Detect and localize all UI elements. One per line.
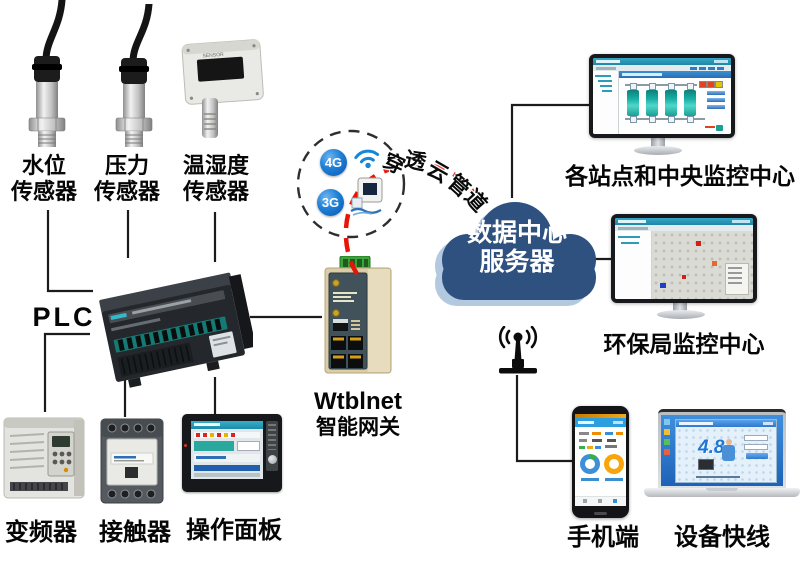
hmi-panel-label: 操作面板 <box>186 517 282 544</box>
monitor1-stand-base <box>634 146 682 155</box>
remote-device-icon <box>350 177 383 216</box>
water-level-sensor-image <box>28 0 66 147</box>
monitor2-stand-base <box>657 310 705 319</box>
pressure-sensor-label: 压力传感器 <box>93 153 160 204</box>
badge-4g: 4G <box>320 149 347 176</box>
monitor2-label: 环保局监控中心 <box>603 331 765 357</box>
antenna-icon <box>498 326 538 374</box>
plc-label: PLC <box>32 302 96 332</box>
monitor1-label: 各站点和中央监控中心 <box>565 163 795 189</box>
gateway-label: Wtblnet 智能网关 <box>314 388 402 440</box>
laptop-person-figure <box>722 439 735 469</box>
temp-humidity-sensor-image: SENSOR <box>181 39 264 138</box>
laptop-label: 设备快线 <box>674 524 770 551</box>
phone-label: 手机端 <box>567 524 639 551</box>
water-level-sensor-label: 水位传感器 <box>10 153 77 204</box>
pressure-sensor-image <box>115 4 153 147</box>
vfd-image <box>3 417 85 499</box>
phone-donut-orange <box>604 454 624 474</box>
gateway-image <box>324 256 392 374</box>
temp-humidity-sensor-label: 温湿度传感器 <box>182 153 249 204</box>
laptop-image: 4.8 <box>644 409 800 501</box>
laptop-app-window: 4.8 <box>675 419 777 483</box>
wifi-icon <box>354 149 380 169</box>
contactor-image <box>100 418 164 504</box>
plc-image <box>99 272 253 388</box>
cloud-text-line1: 数据中心 <box>467 219 567 247</box>
monitor2-map <box>611 214 757 303</box>
vfd-label: 变频器 <box>5 519 77 546</box>
phone-image <box>572 406 629 518</box>
laptop-screen-version: 4.8 <box>698 437 725 458</box>
cloud-text-line2: 服务器 <box>479 248 555 276</box>
svg-text:SENSOR: SENSOR <box>202 52 224 59</box>
contactor-label: 接触器 <box>99 519 171 546</box>
hmi-panel-image <box>182 414 282 492</box>
monitor1-scada <box>589 54 735 138</box>
badge-3g: 3G <box>317 189 344 216</box>
phone-donut-blue <box>580 454 600 474</box>
